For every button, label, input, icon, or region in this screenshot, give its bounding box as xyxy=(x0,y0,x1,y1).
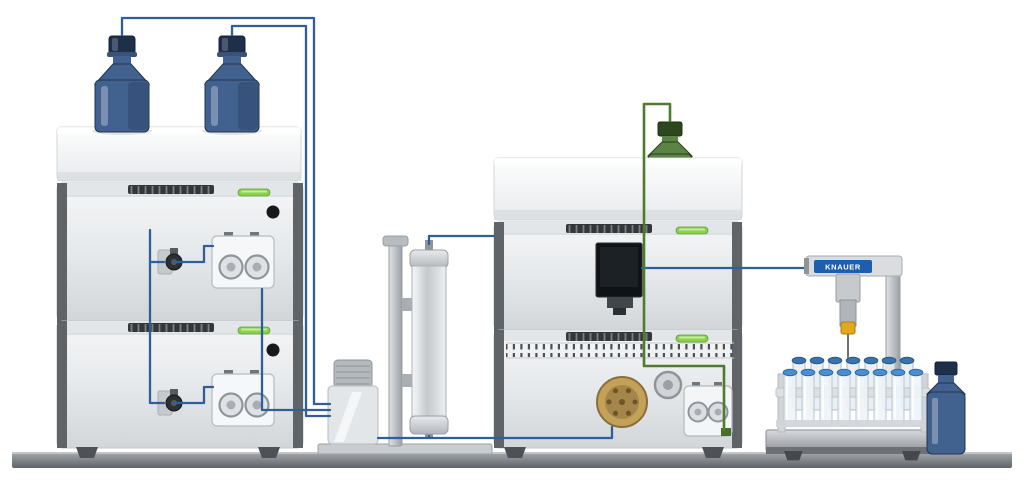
solvent-tray-right xyxy=(493,157,743,221)
column-clamp xyxy=(402,374,413,387)
vent-grille xyxy=(128,185,214,194)
test-tube xyxy=(782,368,798,427)
brand-label: KNAUER xyxy=(825,263,861,272)
detector-connector xyxy=(607,297,633,308)
pump-head xyxy=(210,368,276,428)
pump-inlet-tubing xyxy=(148,228,166,405)
column-outlet-tubing xyxy=(427,234,496,246)
side-bezel xyxy=(293,183,303,321)
column-clamp xyxy=(402,298,413,311)
pump-outlet-tubing xyxy=(260,287,332,412)
pump-head-tubing xyxy=(172,244,215,405)
stand-base xyxy=(317,443,493,455)
rack-bar xyxy=(775,387,931,398)
arm-carriage xyxy=(835,273,861,303)
side-bezel xyxy=(494,330,504,448)
pump-module-bottom xyxy=(56,320,304,449)
vent-slit-row xyxy=(506,344,734,357)
solvent-tray-left xyxy=(56,126,302,182)
fraction-collector: KNAUER xyxy=(765,255,935,461)
status-led xyxy=(237,188,271,197)
pump-stack xyxy=(56,35,304,458)
test-tube xyxy=(872,368,888,427)
pump-module-top xyxy=(56,182,304,322)
column-body xyxy=(411,265,447,419)
status-led xyxy=(237,326,271,335)
side-bezel xyxy=(57,183,67,321)
vent-grille xyxy=(566,332,652,341)
vent-grille xyxy=(128,323,214,332)
detector-stack xyxy=(493,121,743,458)
side-bezel xyxy=(732,330,742,448)
side-bezel xyxy=(57,321,67,448)
rack-bar-lower xyxy=(776,420,930,427)
power-button xyxy=(266,343,280,357)
solvent-a-tubing xyxy=(120,16,332,406)
mixing-chamber xyxy=(327,359,379,445)
brand-plate xyxy=(814,260,872,273)
column-end-cap xyxy=(409,415,449,435)
dispense-fitting xyxy=(840,321,856,335)
eluent-green-tubing xyxy=(642,102,726,432)
side-bezel xyxy=(293,321,303,448)
status-led xyxy=(675,226,709,235)
side-bezel xyxy=(494,222,504,330)
collector-arm: KNAUER xyxy=(804,255,903,358)
pump-head-right xyxy=(683,382,733,437)
arm-post xyxy=(885,261,901,373)
status-led xyxy=(675,334,709,343)
test-tube xyxy=(818,368,834,427)
mixer-to-valve-tubing xyxy=(376,425,614,440)
test-tube xyxy=(836,368,852,427)
test-tube xyxy=(800,368,816,427)
test-tube xyxy=(890,368,906,427)
tubing xyxy=(120,16,850,440)
injection-valve xyxy=(596,376,648,428)
green-fitting xyxy=(721,428,731,436)
detector-module xyxy=(493,221,743,331)
test-tube xyxy=(854,368,870,427)
vent-grille xyxy=(566,224,652,233)
column-stand-assembly xyxy=(317,235,493,455)
hplc-column xyxy=(409,240,449,438)
pump-head xyxy=(210,230,276,290)
side-bezel xyxy=(732,222,742,330)
pole-cap xyxy=(382,235,409,247)
stand-pole xyxy=(388,243,403,447)
column-fitting-top xyxy=(425,240,433,252)
power-button xyxy=(266,205,280,219)
valve-pump-module xyxy=(493,329,743,449)
column-end-cap xyxy=(409,249,449,269)
solvent-b-tubing xyxy=(230,24,332,418)
test-tube xyxy=(908,368,924,427)
